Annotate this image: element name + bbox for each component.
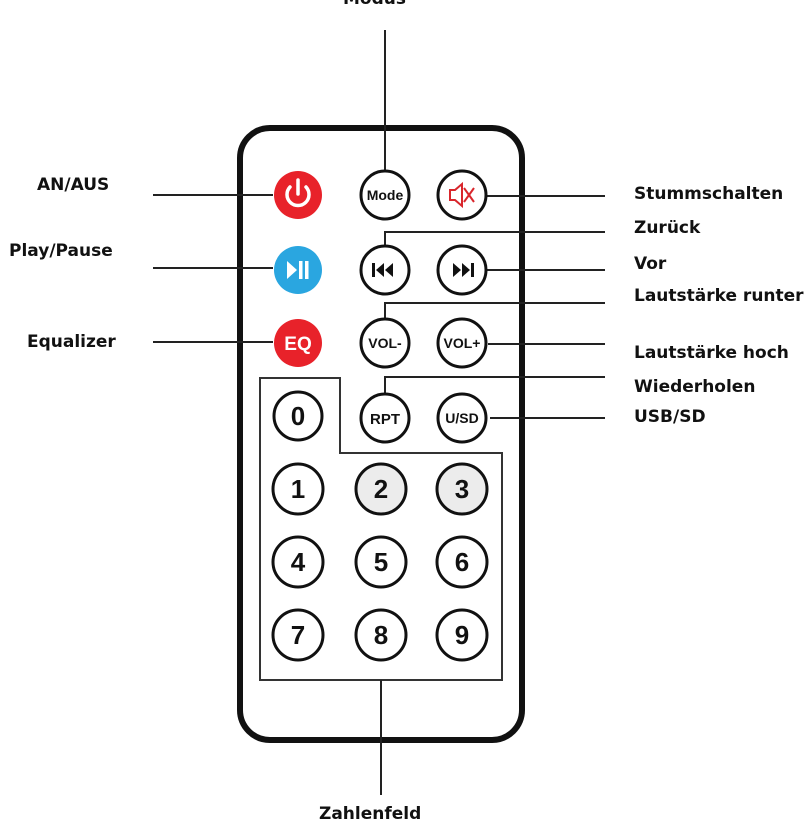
num-7-label: 7 [291,620,305,650]
num-4-button[interactable]: 4 [271,535,325,589]
num-3-button[interactable]: 3 [435,462,489,516]
label-usb-sd: USB/SD [634,407,706,427]
rpt-label: RPT [370,411,400,428]
num-2-label: 2 [374,474,388,504]
num-0-label: 0 [291,401,305,431]
eq-label: EQ [284,334,311,355]
num-8-label: 8 [374,620,388,650]
leader-lautstaerke-runter [384,302,605,320]
label-zurueck: Zurück [634,218,701,238]
vol-minus-label: VOL- [368,335,402,351]
next-button[interactable] [436,244,488,296]
num-8-button[interactable]: 8 [354,608,408,662]
previous-button[interactable] [359,244,411,296]
rpt-button[interactable]: RPT [359,392,411,444]
mute-icon [449,181,475,209]
label-an-aus: AN/AUS [37,175,110,195]
play-pause-button[interactable] [274,246,322,294]
label-lautstaerke-runter: Lautstärke runter [634,286,804,306]
vol-plus-label: VOL+ [444,335,481,351]
num-9-button[interactable]: 9 [435,608,489,662]
num-7-button[interactable]: 7 [271,608,325,662]
vol-plus-button[interactable]: VOL+ [436,317,488,369]
num-5-label: 5 [374,547,388,577]
number-pad-outline [259,377,503,681]
num-4-label: 4 [291,547,306,577]
mute-button[interactable] [436,169,488,221]
num-2-button[interactable]: 2 [354,462,408,516]
label-lautstaerke-hoch: Lautstärke hoch [634,343,789,363]
play-pause-icon [287,261,309,279]
num-5-button[interactable]: 5 [354,535,408,589]
leader-wiederholen [384,376,605,395]
power-button[interactable] [274,171,322,219]
num-6-button[interactable]: 6 [435,535,489,589]
next-track-icon [453,263,474,277]
usd-button[interactable]: U/SD [436,392,488,444]
eq-button[interactable]: EQ [274,319,322,367]
num-3-label: 3 [455,474,469,504]
label-vor: Vor [634,254,667,274]
label-equalizer: Equalizer [27,332,116,352]
mode-label: Mode [367,187,404,203]
label-zahlenfeld: Zahlenfeld [319,804,422,824]
label-modus: Modus [343,0,406,8]
label-play-pause: Play/Pause [9,241,113,261]
previous-track-icon [372,263,393,277]
leader-zurueck [384,231,605,250]
power-icon [285,178,311,208]
vol-minus-button[interactable]: VOL- [359,317,411,369]
num-9-label: 9 [455,620,469,650]
mode-button[interactable]: Mode [359,169,411,221]
usd-label: U/SD [445,410,478,426]
label-wiederholen: Wiederholen [634,377,756,397]
num-1-label: 1 [291,474,305,504]
leader-lines [153,30,605,795]
label-stummschalten: Stummschalten [634,184,784,204]
num-6-label: 6 [455,547,469,577]
num-1-button[interactable]: 1 [271,462,325,516]
num-0-button[interactable]: 0 [272,390,324,442]
